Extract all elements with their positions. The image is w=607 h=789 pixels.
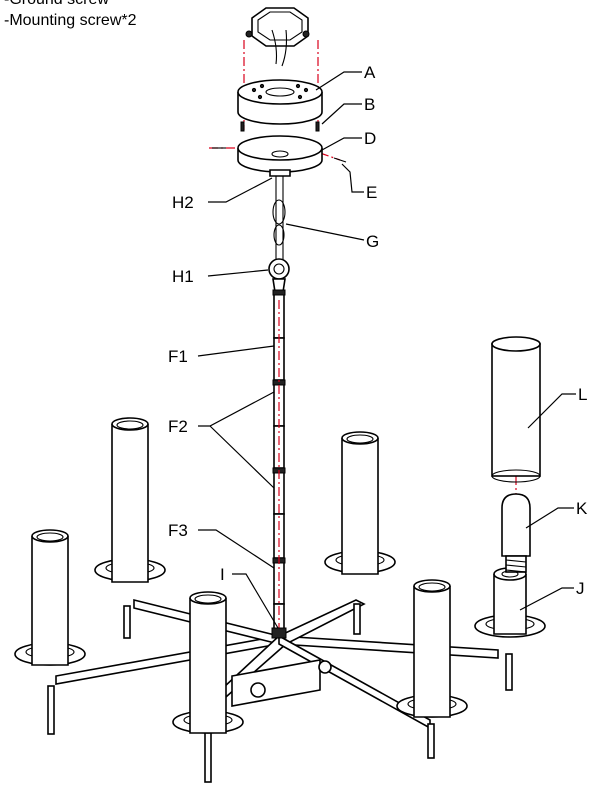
note-mounting-screw: -Mounting screw*2 [4, 12, 137, 29]
label-e: E [366, 183, 377, 202]
stem-rods [272, 289, 286, 635]
hanging-chain [268, 169, 291, 293]
note-ground-screw: -Ground screw [4, 0, 109, 9]
label-h2: H2 [172, 193, 194, 212]
label-h1: H1 [172, 267, 194, 286]
mounting-plate [237, 79, 323, 132]
label-l: L [578, 385, 587, 404]
leader-lines [197, 71, 576, 629]
ceiling-canopy [245, 7, 310, 67]
label-f1: F1 [168, 347, 188, 366]
glass-sleeve [491, 336, 541, 483]
label-g: G [366, 232, 379, 251]
candle-sleeves [14, 417, 546, 734]
label-f2: F2 [168, 417, 188, 436]
label-a: A [364, 63, 376, 82]
label-j: J [576, 579, 585, 598]
canopy-cover [212, 135, 347, 173]
light-bulb [501, 493, 531, 573]
label-i: I [220, 565, 225, 584]
label-f3: F3 [168, 521, 188, 540]
label-k: K [576, 499, 588, 518]
label-b: B [364, 95, 375, 114]
label-d: D [364, 129, 376, 148]
